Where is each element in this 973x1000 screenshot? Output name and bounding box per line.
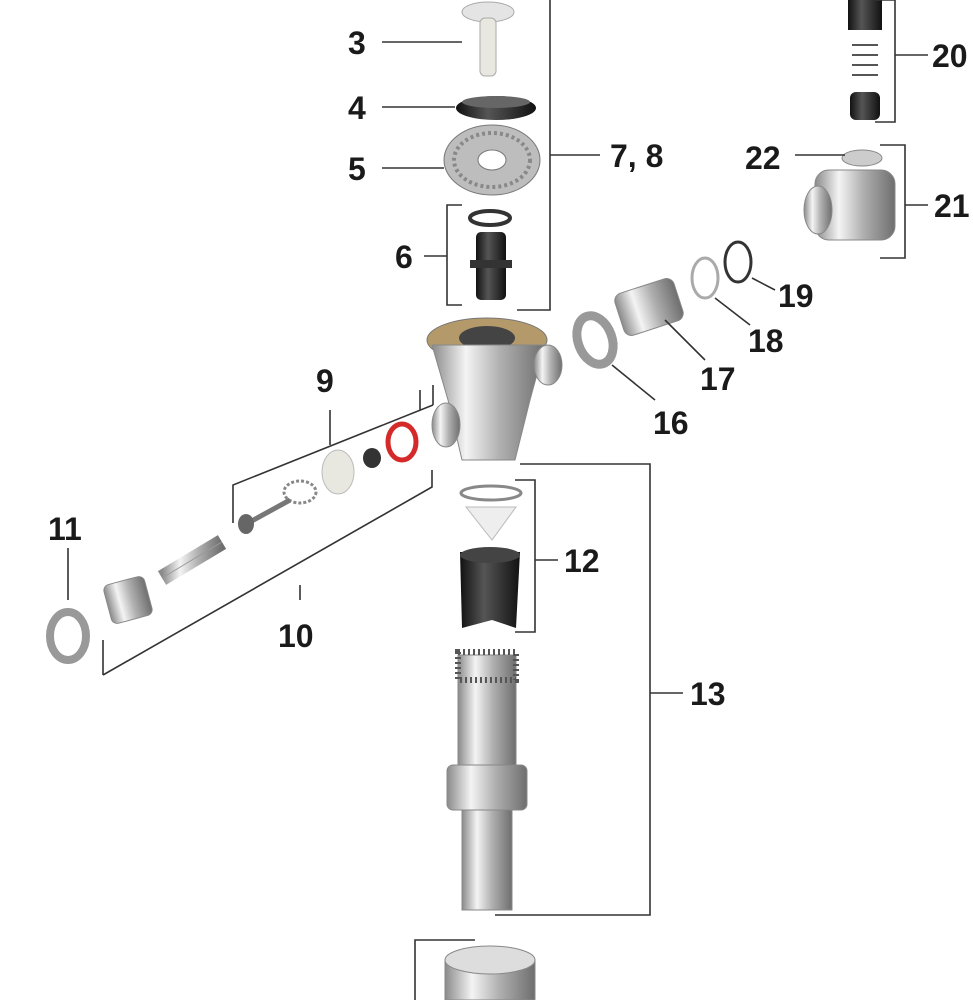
part-12-parts [459,484,523,628]
part-10-rod [103,535,227,624]
part-6-cartridge [468,209,512,300]
label-13: 13 [690,676,726,712]
bottom-nut [444,945,536,1000]
label-11: 11 [48,511,82,547]
label-5: 5 [348,151,366,187]
label-7-8: 7, 8 [610,138,663,174]
part-5-strainer [443,124,541,196]
part-19-ring [723,240,753,284]
part-21-valve [803,149,896,241]
leader-lines [67,0,928,1000]
label-20: 20 [932,38,968,74]
part-13-tube [446,649,528,911]
label-18: 18 [748,323,784,359]
part-18-ring [690,256,720,300]
part-16-nut [572,311,618,369]
label-6: 6 [395,239,413,275]
label-21: 21 [934,188,970,224]
label-16: 16 [653,405,689,441]
part-4-seal [456,96,536,120]
label-4: 4 [348,90,366,126]
label-10: 10 [278,618,314,654]
part-3-button [461,1,515,77]
label-9: 9 [316,363,334,399]
label-3: 3 [348,25,366,61]
label-19: 19 [778,278,814,314]
part-9-assembly [238,421,419,534]
valve-body [426,317,563,461]
label-12: 12 [564,543,600,579]
label-17: 17 [700,361,736,397]
label-22: 22 [745,140,781,176]
part-20-assembly [848,0,882,120]
part-11-nut [46,608,90,664]
